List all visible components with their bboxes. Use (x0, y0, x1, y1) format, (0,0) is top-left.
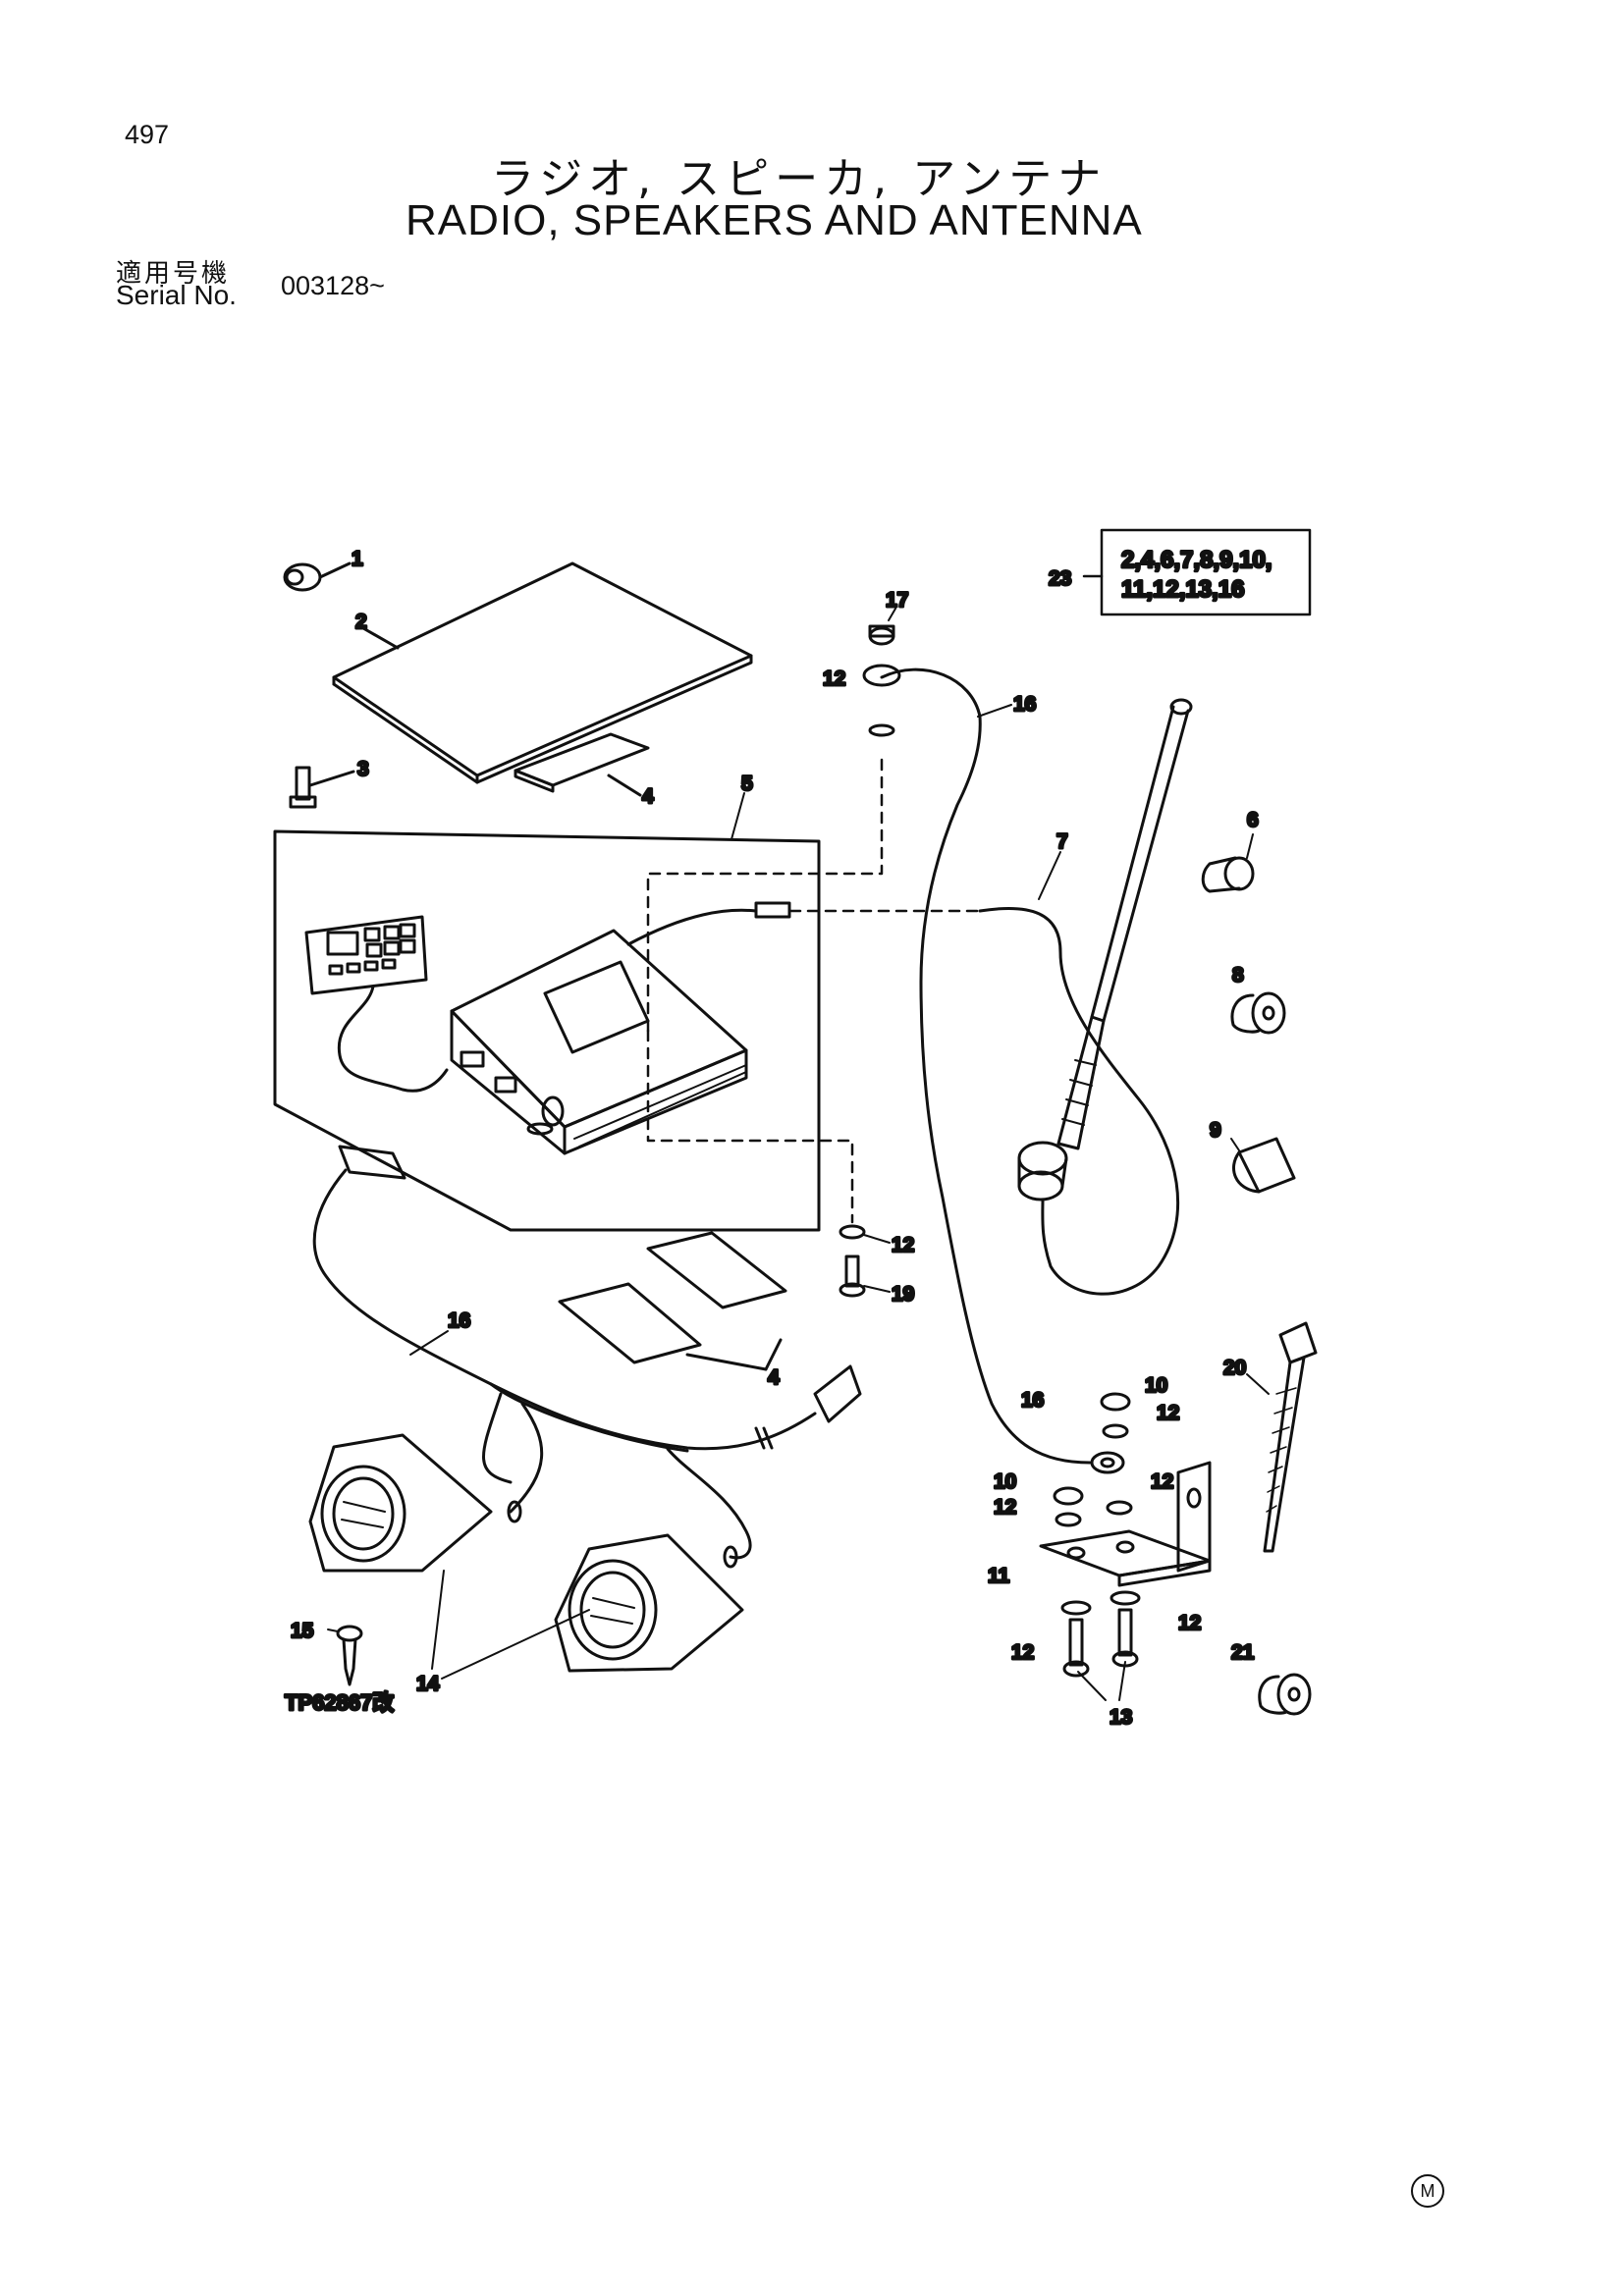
part-tape-upper (514, 732, 650, 797)
radio-assembly-frame (273, 829, 821, 1232)
callout-6: 6 (1247, 809, 1259, 831)
callout-20: 20 (1223, 1357, 1246, 1379)
radio-control-panel (304, 915, 449, 1093)
part-grommet-21 (1258, 1673, 1312, 1716)
callout-12-right-1: 12 (1157, 1402, 1179, 1424)
callout-16-harness: 16 (448, 1309, 470, 1332)
part-bolt (289, 766, 355, 809)
callout-12-left-1: 12 (994, 1496, 1016, 1519)
callout-8: 8 (1232, 964, 1244, 987)
callout-12-right-2: 12 (1151, 1470, 1173, 1493)
callout-12-right-3: 12 (1178, 1612, 1201, 1634)
part-clamp (1230, 1137, 1296, 1194)
callout-10-lower: 10 (994, 1470, 1016, 1493)
callout-23: 23 (1049, 567, 1071, 590)
part-nut-top (862, 608, 901, 737)
part-grommet-8 (1230, 991, 1286, 1035)
title-japanese: ラジオ, スピーカ, アンテナ (491, 154, 1108, 204)
callout-10-upper: 10 (1145, 1374, 1167, 1397)
callout-15: 15 (291, 1620, 314, 1642)
serial-label-japanese: 適用号機 (116, 259, 231, 289)
part-tape-lower (558, 1231, 787, 1371)
maker-mark: M (1411, 2174, 1444, 2208)
callout-12-mid: 12 (892, 1234, 914, 1256)
radio-unit (450, 901, 791, 1155)
callout-19: 19 (892, 1283, 914, 1306)
serial-label-english: Serial No. (116, 280, 237, 310)
callout-16-lower: 16 (1021, 1389, 1044, 1412)
callout-14: 14 (416, 1673, 440, 1695)
callout-21: 21 (1231, 1641, 1255, 1664)
part-washer-screw (839, 1224, 891, 1298)
callout-12-left-2: 12 (1011, 1641, 1034, 1664)
speaker-harness (312, 1145, 862, 1569)
dashed-routing (646, 754, 980, 1224)
part-antenna (978, 698, 1193, 1296)
callout-17: 17 (886, 589, 908, 612)
title-english: RADIO, SPEAKERS AND ANTENNA (406, 196, 1143, 244)
speaker-left (308, 1433, 493, 1573)
part-clip (1201, 833, 1255, 893)
part-bracket (1039, 1461, 1212, 1587)
callout-11: 11 (988, 1565, 1010, 1587)
callout-16-upper: 16 (1013, 693, 1036, 716)
kit-contents-line-2: 11,12,13,16 (1121, 576, 1244, 603)
part-tapping-screw (327, 1625, 363, 1686)
kit-box (1100, 528, 1312, 616)
serial-number-value: 003128~ (281, 271, 385, 300)
part-nut-washer-set (1053, 1392, 1141, 1701)
part-plate (332, 561, 753, 784)
page-number: 497 (125, 120, 170, 149)
callout-5: 5 (741, 773, 753, 795)
callout-13: 13 (1110, 1706, 1132, 1729)
part-cable-tie (1246, 1321, 1318, 1553)
antenna-cable (880, 667, 1125, 1474)
callout-7: 7 (1056, 830, 1068, 853)
callout-9: 9 (1210, 1119, 1221, 1142)
callout-3: 3 (357, 758, 369, 780)
part-grommet (283, 561, 352, 592)
callout-4-upper: 4 (642, 785, 654, 808)
speaker-right (554, 1533, 744, 1673)
figure-code: TP62867改 (285, 1690, 395, 1715)
callout-4-lower: 4 (768, 1366, 780, 1389)
callout-12-top: 12 (823, 667, 845, 690)
kit-contents-line-1: 2,4,6,7,8,9,10, (1121, 547, 1272, 573)
callout-1: 1 (352, 548, 363, 570)
callout-2: 2 (355, 611, 367, 633)
